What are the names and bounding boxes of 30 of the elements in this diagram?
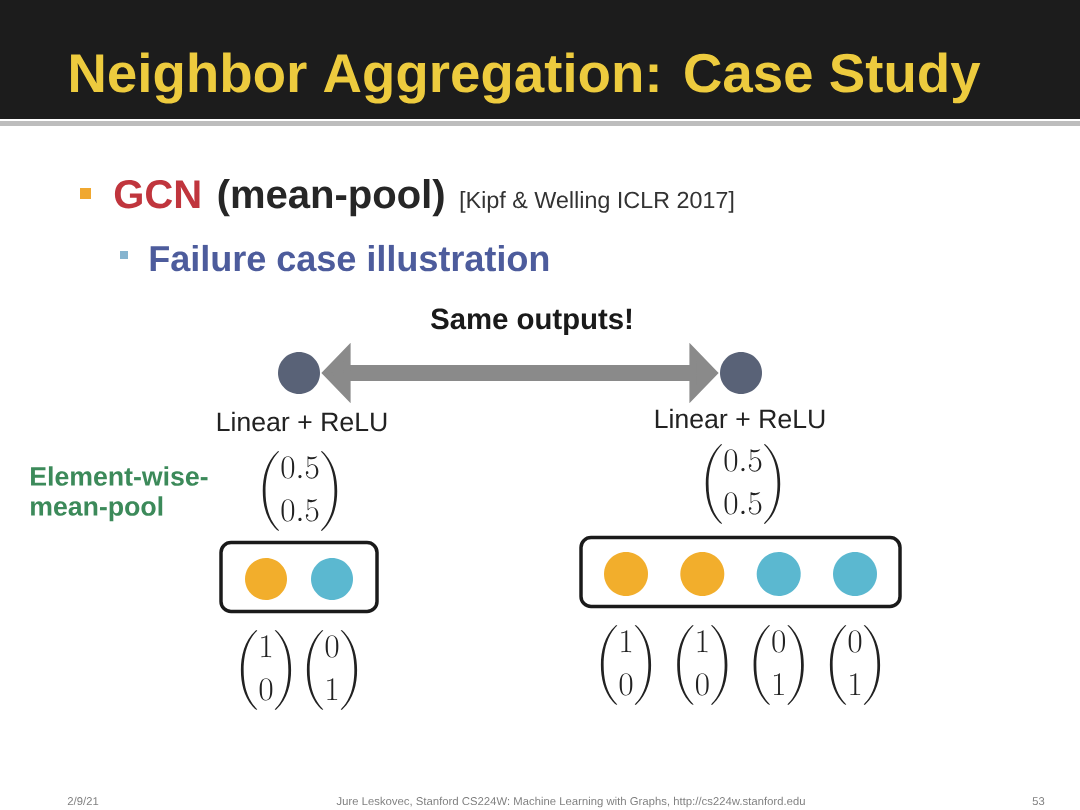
footer-date: 2/9/21 <box>67 796 99 806</box>
operation-label: Element-wise- mean-pool <box>31 466 208 522</box>
vector-formula: $\begin{pmatrix}1\\0\end{pmatrix}$ <box>600 625 652 705</box>
input-circle <box>311 558 353 600</box>
edge-label: Same outputs! <box>428 307 636 337</box>
vector-formula: $\begin{pmatrix}0\\1\end{pmatrix}$ <box>829 625 881 705</box>
layer-label: Linear + ReLU <box>655 408 825 429</box>
vector-formula: $\begin{pmatrix}1\\0\end{pmatrix}$ <box>677 625 728 705</box>
rounded-box <box>579 535 902 609</box>
input-circle <box>245 558 287 600</box>
node-circle <box>720 352 762 394</box>
page-number: 53 <box>1032 797 1045 806</box>
sub-bullet-text: Failure case illustration <box>150 244 549 272</box>
vector-formula: $\begin{pmatrix}0.5\\0.5\end{pmatrix}$ <box>705 444 781 524</box>
slide-title: Neighbor Aggregation: Case Study <box>71 52 981 104</box>
rounded-box <box>219 540 379 614</box>
vector-formula: $\begin{pmatrix}0\\1\end{pmatrix}$ <box>753 625 804 705</box>
input-circle <box>680 552 725 596</box>
footer-credit: Jure Leskovec, Stanford CS224W: Machine Learning with Graphs, http://cs224w.stanford.edu <box>336 796 805 808</box>
vector-formula: $\begin{pmatrix}0\\1\end{pmatrix}$ <box>306 630 358 710</box>
layer-label: Linear + ReLU <box>217 411 387 432</box>
citation: [Kipf & Welling ICLR 2017] <box>460 191 734 213</box>
bullet-heading: (mean-pool) <box>218 179 444 217</box>
vector-formula: $\begin{pmatrix}1\\0\end{pmatrix}$ <box>240 630 292 710</box>
vector-formula: $\begin{pmatrix}0.5\\0.5\end{pmatrix}$ <box>262 451 338 531</box>
input-circle <box>756 552 801 596</box>
input-circle <box>833 552 877 596</box>
node-circle <box>278 352 320 394</box>
model-name: GCN <box>114 180 200 209</box>
input-circle <box>604 552 648 596</box>
